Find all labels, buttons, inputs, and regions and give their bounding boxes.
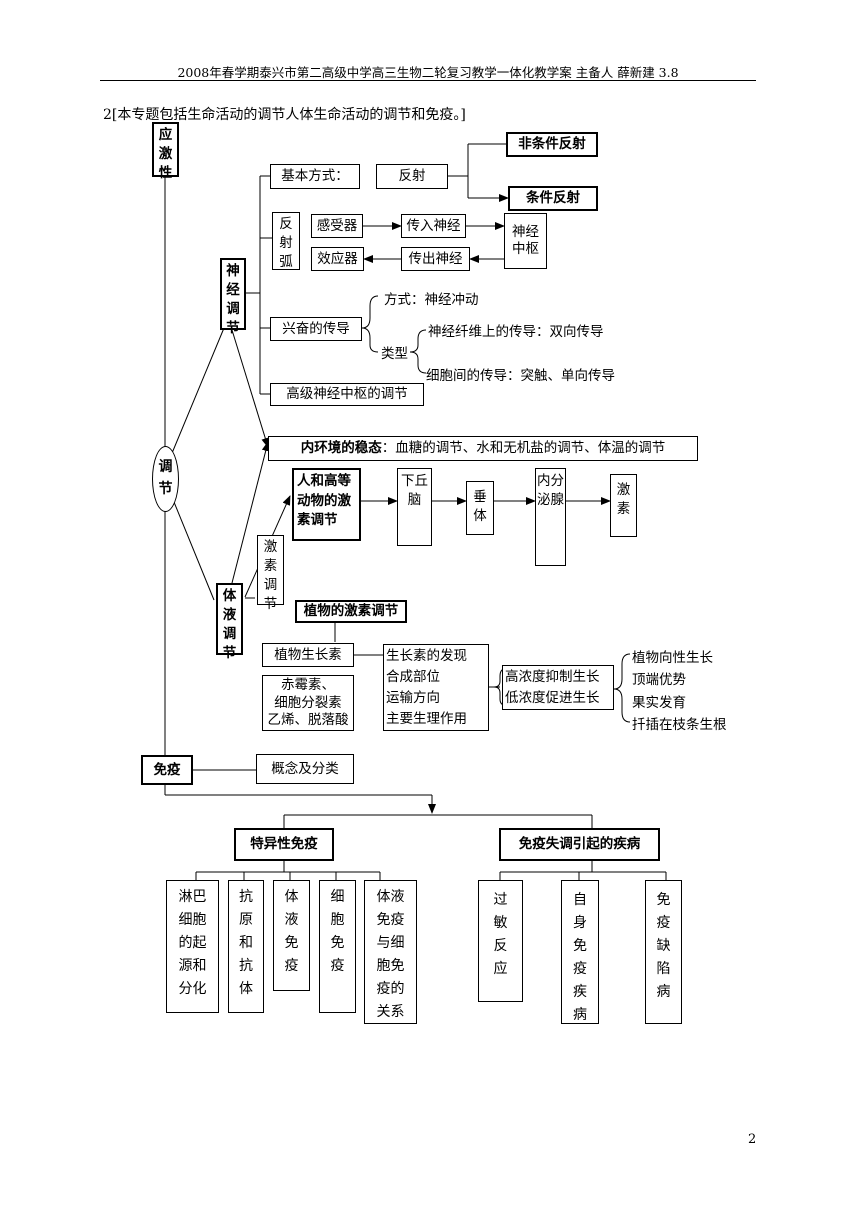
concept-box: 概念及分类 — [256, 754, 354, 784]
homeostasis-content: ：血糖的调节、水和无机盐的调节、体温的调节 — [381, 440, 666, 457]
auxin-topics-box: 生长素的发现 合成部位 运输方向 主要生理作用 — [383, 644, 489, 731]
autoimmune-box: 自身免疫疾病 — [561, 880, 599, 1024]
auxin-box: 植物生长素 — [262, 643, 354, 667]
synaptic-conduction-text: 细胞间的传导：突触、单向传导 — [426, 368, 615, 384]
allergy-box: 过敏反应 — [478, 880, 523, 1002]
conduction-mode-text: 方式：神经冲动 — [384, 292, 479, 308]
hormone-regulation-box: 激素调节 — [257, 535, 284, 612]
lymphocyte-box: 淋巴细胞的起源和分化 — [166, 880, 219, 1013]
concentration-effect: 低浓度促进生长 — [505, 689, 600, 706]
basic-mode-box: 基本方式： — [270, 164, 360, 189]
immunodeficiency-box: 免疫缺陷病 — [645, 880, 682, 1024]
antigen-antibody-box: 抗原和抗体 — [228, 880, 264, 1013]
concentration-effect-box: 高浓度抑制生长 低浓度促进生长 — [502, 665, 614, 710]
conduction-type-label: 类型 — [381, 346, 408, 362]
application-item: 植物向性生长 — [632, 650, 713, 666]
hormone-box: 激素 — [610, 474, 637, 537]
page-number: 2 — [748, 1132, 757, 1147]
homeostasis-box: 内环境的稳态：血糖的调节、水和无机盐的调节、体温的调节 — [268, 436, 698, 461]
effector-box: 效应器 — [311, 247, 364, 271]
endocrine-gland-box: 内分泌腺 — [535, 468, 566, 566]
immunity-relation-box: 体液免疫与细胞免疫的关系 — [364, 880, 417, 1024]
pituitary-box: 垂体 — [466, 481, 494, 535]
auxin-topic: 生长素的发现 — [386, 648, 467, 664]
neural-regulation-node: 神经调节 — [220, 258, 246, 336]
immunity-node: 免疫 — [141, 755, 193, 785]
reflex-arc-box: 反射弧 — [272, 212, 300, 270]
application-item: 扦插在枝条生根 — [632, 717, 727, 733]
stress-node: 应激性 — [152, 122, 179, 181]
intro-text: 2[本专题包括生命活动的调节人体生命活动的调节和免疫。] — [103, 107, 466, 123]
application-item: 果实发育 — [632, 695, 686, 711]
animal-hormone-box: 人和高等动物的激素调节 — [292, 468, 361, 541]
other-plant-hormones-box: 赤霉素、 细胞分裂素 乙烯、脱落酸 — [262, 675, 354, 731]
auxin-topic: 运输方向 — [386, 689, 440, 706]
other-hormone-line: 乙烯、脱落酸 — [267, 712, 349, 729]
hypothalamus-box: 下丘脑 — [397, 468, 432, 546]
cellular-immunity-box: 细胞免疫 — [319, 880, 356, 1013]
humoral-immunity-box: 体液免疫 — [273, 880, 310, 991]
humoral-regulation-node: 体液调节 — [216, 583, 243, 661]
concentration-effect: 高浓度抑制生长 — [505, 669, 600, 685]
regulation-node: 调节 — [152, 446, 179, 512]
afferent-nerve-box: 传入神经 — [401, 214, 466, 238]
fiber-conduction-text: 神经纤维上的传导：双向传导 — [428, 324, 604, 340]
specific-immunity-box: 特异性免疫 — [234, 828, 334, 861]
other-hormone-line: 细胞分裂素 — [274, 694, 342, 711]
auxin-topic: 主要生理作用 — [386, 710, 467, 727]
conditioned-reflex-box: 条件反射 — [508, 186, 598, 211]
plant-hormone-box: 植物的激素调节 — [295, 600, 407, 623]
reflex-box: 反射 — [376, 164, 448, 189]
nerve-center-box: 神经中枢 — [504, 213, 547, 269]
efferent-nerve-box: 传出神经 — [401, 247, 470, 271]
page-header: 2008年春学期泰兴市第二高级中学高三生物二轮复习教学一体化教学案 主备人 薛新… — [177, 65, 679, 80]
application-item: 顶端优势 — [632, 672, 686, 688]
receptor-box: 感受器 — [311, 214, 363, 238]
immune-disorder-box: 免疫失调引起的疾病 — [499, 828, 660, 861]
auxin-topic: 合成部位 — [386, 668, 440, 685]
excitation-conduction-box: 兴奋的传导 — [270, 317, 362, 341]
unconditioned-reflex-box: 非条件反射 — [506, 132, 598, 157]
higher-center-box: 高级神经中枢的调节 — [270, 383, 424, 406]
other-hormone-line: 赤霉素、 — [281, 677, 335, 693]
homeostasis-title: 内环境的稳态 — [300, 440, 382, 457]
header-rule — [100, 80, 756, 81]
